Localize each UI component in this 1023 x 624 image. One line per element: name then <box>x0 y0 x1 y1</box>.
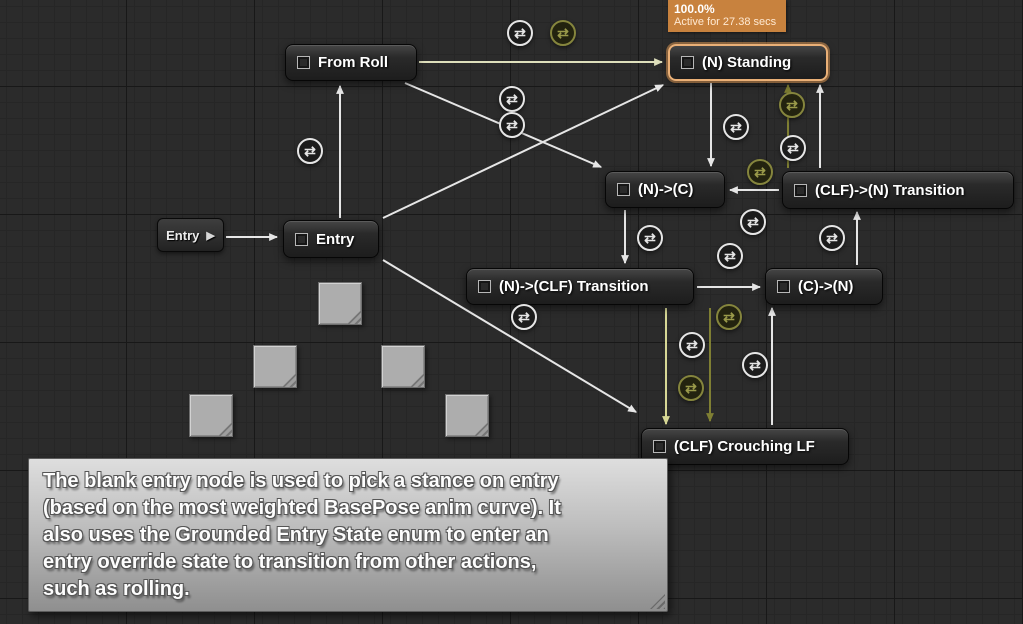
note-tooltip-line: (based on the most weighted BasePose ani… <box>43 497 561 519</box>
note-tooltip: The blank entry node is used to pick a s… <box>28 458 668 612</box>
play-icon: ▶ <box>206 229 215 242</box>
state-node-icon <box>295 232 308 246</box>
gray-box-node[interactable] <box>381 345 425 388</box>
transition-rule-icon[interactable]: ⇄ <box>637 225 663 251</box>
node-label: (C)->(N) <box>798 278 854 295</box>
note-tooltip-text: The blank entry node is used to pick a s… <box>43 468 653 603</box>
transition-rule-icon[interactable]: ⇄ <box>678 375 704 401</box>
transition-rule-icon[interactable]: ⇄ <box>819 225 845 251</box>
note-tooltip-line: The blank entry node is used to pick a s… <box>43 470 559 492</box>
state-node-icon <box>297 56 310 69</box>
state-node-icon <box>653 440 666 453</box>
entry-pin-node[interactable]: Entry ▶ <box>157 218 224 252</box>
gray-box-node[interactable] <box>445 394 489 437</box>
transition-rule-icon[interactable]: ⇄ <box>297 138 323 164</box>
transition-rule-icon[interactable]: ⇄ <box>740 209 766 235</box>
edge-entry-to-clf-crouching-lf <box>382 259 637 413</box>
transition-node-icon <box>777 280 790 293</box>
node-n-standing[interactable]: (N) Standing <box>668 44 828 81</box>
active-duration-text: Active for 27.38 secs <box>674 16 777 28</box>
node-label: (N)->(CLF) Transition <box>499 278 649 295</box>
transition-rule-icon[interactable]: ⇄ <box>717 243 743 269</box>
node-label: (N)->(C) <box>638 181 694 198</box>
node-label: (CLF)->(N) Transition <box>815 181 965 199</box>
node-label: (N) Standing <box>702 54 792 71</box>
edge-entry-to-n-standing <box>382 84 665 219</box>
node-clf-crouching-lf[interactable]: (CLF) Crouching LF <box>641 428 849 465</box>
node-from-roll[interactable]: From Roll <box>285 44 417 81</box>
node-n-to-c[interactable]: (N)->(C) <box>605 171 725 208</box>
active-weight-percent: 100.0% <box>674 2 715 16</box>
transition-rule-icon[interactable]: ⇄ <box>747 159 773 185</box>
state-node-icon <box>681 56 694 69</box>
node-n-to-clf-transition[interactable]: (N)->(CLF) Transition <box>466 268 694 305</box>
transition-rule-icon[interactable]: ⇄ <box>723 114 749 140</box>
gray-box-node[interactable] <box>318 282 362 325</box>
transition-rule-icon[interactable]: ⇄ <box>716 304 742 330</box>
transition-node-icon <box>617 183 630 196</box>
state-node-icon <box>478 280 491 293</box>
node-c-to-n[interactable]: (C)->(N) <box>765 268 883 305</box>
node-label: From Roll <box>318 54 388 71</box>
note-tooltip-line: such as rolling. <box>43 578 190 600</box>
transition-rule-icon[interactable]: ⇄ <box>679 332 705 358</box>
transition-rule-icon[interactable]: ⇄ <box>511 304 537 330</box>
transition-rule-icon[interactable]: ⇄ <box>550 20 576 46</box>
transition-rule-icon[interactable]: ⇄ <box>499 112 525 138</box>
gray-box-node[interactable] <box>189 394 233 437</box>
active-state-tooltip: 100.0% Active for 27.38 secs <box>668 0 786 32</box>
node-clf-to-n-transition[interactable]: (CLF)->(N) Transition <box>782 171 1014 209</box>
gray-box-node[interactable] <box>253 345 297 388</box>
transition-rule-icon[interactable]: ⇄ <box>779 92 805 118</box>
node-label: Entry <box>316 230 355 248</box>
state-node-icon <box>794 183 807 197</box>
note-tooltip-line: entry override state to transition from … <box>43 551 537 573</box>
transition-rule-icon[interactable]: ⇄ <box>780 135 806 161</box>
transition-rule-icon[interactable]: ⇄ <box>507 20 533 46</box>
transition-rule-icon[interactable]: ⇄ <box>499 86 525 112</box>
node-entry[interactable]: Entry <box>283 220 379 258</box>
entry-pin-label: Entry <box>166 227 200 243</box>
node-label: (CLF) Crouching LF <box>674 438 815 455</box>
transition-rule-icon[interactable]: ⇄ <box>742 352 768 378</box>
note-tooltip-line: also uses the Grounded Entry State enum … <box>43 524 549 546</box>
